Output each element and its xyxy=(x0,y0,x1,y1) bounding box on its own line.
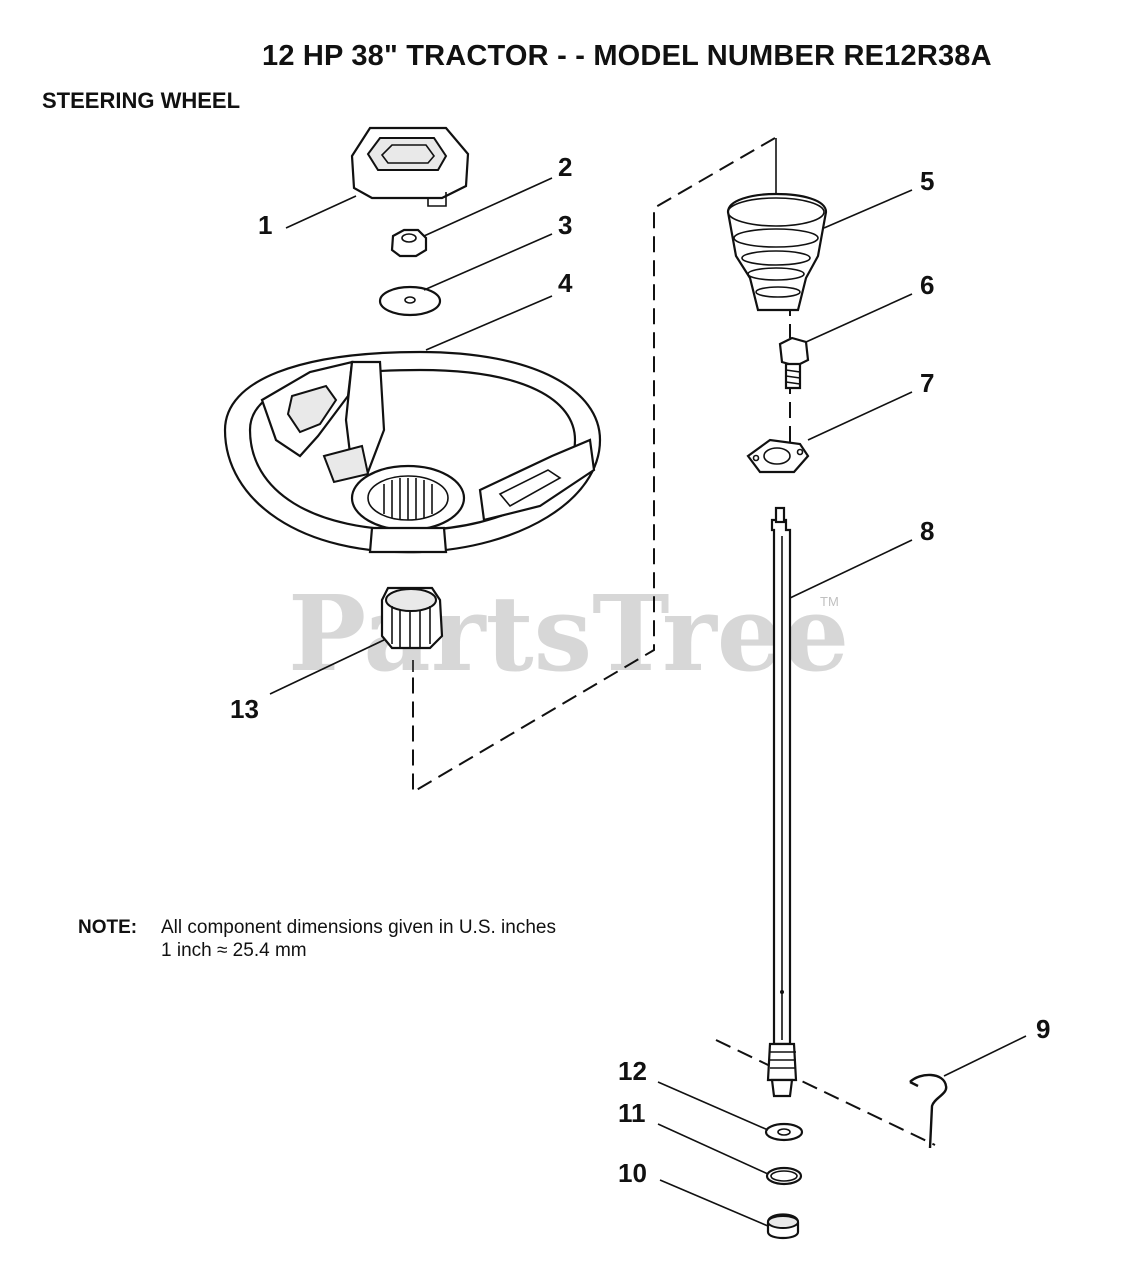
note-label: NOTE: xyxy=(78,917,138,938)
callout-2: 2 xyxy=(558,152,573,182)
assembly-dashed-lines xyxy=(412,137,936,1146)
part-steering-wheel xyxy=(223,350,602,554)
part-washer xyxy=(378,285,442,317)
callout-4: 4 xyxy=(558,268,573,298)
callout-10: 10 xyxy=(618,1158,647,1188)
part-steering-boot xyxy=(726,138,828,312)
note-line-units: All component dimensions given in U.S. i… xyxy=(161,917,556,938)
part-flange-plate xyxy=(746,438,810,474)
callout-7: 7 xyxy=(920,368,935,398)
callout-9: 9 xyxy=(1036,1014,1051,1044)
part-adapter xyxy=(380,586,444,672)
diagram-title: 12 HP 38" TRACTOR - - MODEL NUMBER RE12R… xyxy=(262,40,992,72)
part-horn-cap xyxy=(350,126,470,207)
callout-1: 1 xyxy=(258,210,273,240)
callout-11: 11 xyxy=(618,1098,646,1128)
part-retaining-ring xyxy=(765,1166,803,1186)
watermark-trademark: TM xyxy=(820,594,839,609)
note-line-conversion: 1 inch ≈ 25.4 mm xyxy=(161,940,307,961)
callout-8: 8 xyxy=(920,516,935,546)
callout-3: 3 xyxy=(558,210,573,240)
part-bolt xyxy=(778,336,810,390)
part-hairpin xyxy=(909,1073,948,1149)
section-title: STEERING WHEEL xyxy=(42,88,241,113)
leader-lines xyxy=(269,177,1027,1227)
callout-12: 12 xyxy=(618,1056,647,1086)
part-steering-shaft xyxy=(766,506,798,1098)
callout-5: 5 xyxy=(920,166,935,196)
part-nut xyxy=(390,228,428,258)
part-end-cap xyxy=(766,1213,800,1240)
part-washer-small xyxy=(764,1122,804,1142)
callout-6: 6 xyxy=(920,270,935,300)
callout-13: 13 xyxy=(230,694,259,724)
